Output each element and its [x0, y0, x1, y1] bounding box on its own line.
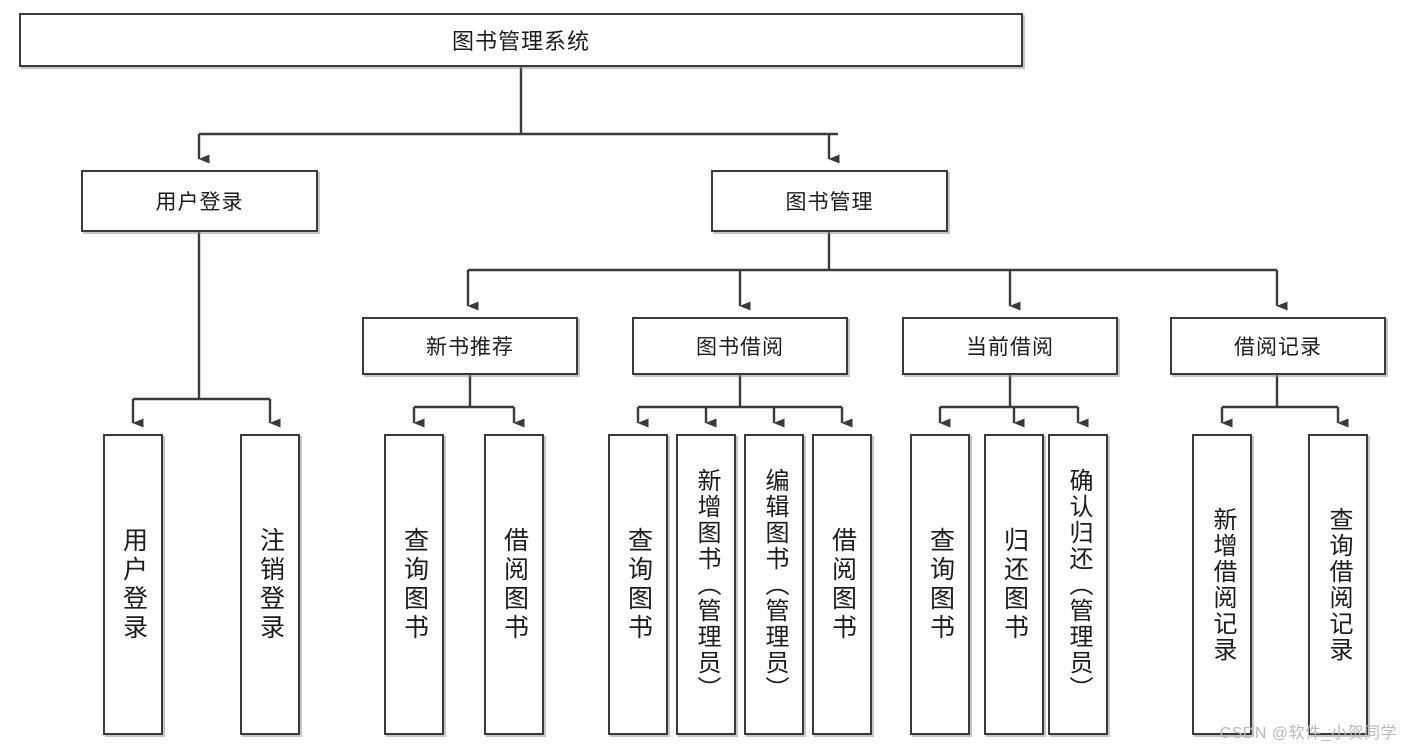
leaf-return-book-label: 归还图书: [1000, 526, 1029, 643]
leaf-confirm-return-admin-label: 确认归还（管理员）: [1065, 467, 1092, 702]
leaf-query-book-recommend[interactable]: 查询图书: [384, 434, 444, 735]
leaf-query-book-recommend-label: 查询图书: [400, 526, 429, 643]
node-root-label: 图书管理系统: [451, 29, 590, 54]
node-current-borrow[interactable]: 当前借阅: [902, 317, 1118, 375]
leaf-query-book-current[interactable]: 查询图书: [910, 434, 970, 735]
leaf-query-book-borrow[interactable]: 查询图书: [608, 434, 668, 735]
leaf-add-borrow-record[interactable]: 新增借阅记录: [1192, 434, 1252, 735]
leaf-logout-label: 注销登录: [256, 526, 285, 643]
node-book-borrow-label: 图书借阅: [696, 336, 784, 359]
node-borrow-record[interactable]: 借阅记录: [1170, 317, 1386, 375]
node-book-management[interactable]: 图书管理: [711, 170, 948, 232]
node-user-login-label: 用户登录: [155, 191, 244, 214]
leaf-borrow-book-recommend[interactable]: 借阅图书: [484, 434, 544, 735]
leaf-query-borrow-record-label: 查询借阅记录: [1325, 506, 1352, 663]
leaf-query-book-borrow-label: 查询图书: [624, 526, 653, 643]
leaf-edit-book-admin[interactable]: 编辑图书（管理员）: [744, 434, 804, 735]
leaf-query-book-current-label: 查询图书: [926, 526, 955, 643]
node-user-login[interactable]: 用户登录: [81, 170, 318, 232]
leaf-borrow-book-recommend-label: 借阅图书: [500, 526, 529, 643]
leaf-logout[interactable]: 注销登录: [240, 434, 300, 735]
node-root[interactable]: 图书管理系统: [19, 13, 1023, 67]
leaf-user-login[interactable]: 用户登录: [103, 434, 163, 735]
node-book-borrow[interactable]: 图书借阅: [632, 317, 848, 375]
leaf-confirm-return-admin[interactable]: 确认归还（管理员）: [1048, 434, 1108, 735]
leaf-user-login-label: 用户登录: [119, 526, 148, 643]
node-borrow-record-label: 借阅记录: [1234, 336, 1322, 359]
leaf-add-borrow-record-label: 新增借阅记录: [1209, 506, 1236, 663]
leaf-borrow-book-label: 借阅图书: [828, 526, 857, 643]
node-current-borrow-label: 当前借阅: [966, 336, 1054, 359]
leaf-borrow-book[interactable]: 借阅图书: [812, 434, 872, 735]
node-new-book-recommend[interactable]: 新书推荐: [362, 317, 578, 375]
leaf-edit-book-admin-label: 编辑图书（管理员）: [761, 467, 788, 702]
leaf-add-book-admin-label: 新增图书（管理员）: [693, 467, 720, 702]
leaf-add-book-admin[interactable]: 新增图书（管理员）: [676, 434, 736, 735]
node-new-book-recommend-label: 新书推荐: [426, 336, 514, 359]
leaf-return-book[interactable]: 归还图书: [984, 434, 1044, 735]
node-book-management-label: 图书管理: [785, 191, 874, 214]
leaf-query-borrow-record[interactable]: 查询借阅记录: [1308, 434, 1368, 735]
